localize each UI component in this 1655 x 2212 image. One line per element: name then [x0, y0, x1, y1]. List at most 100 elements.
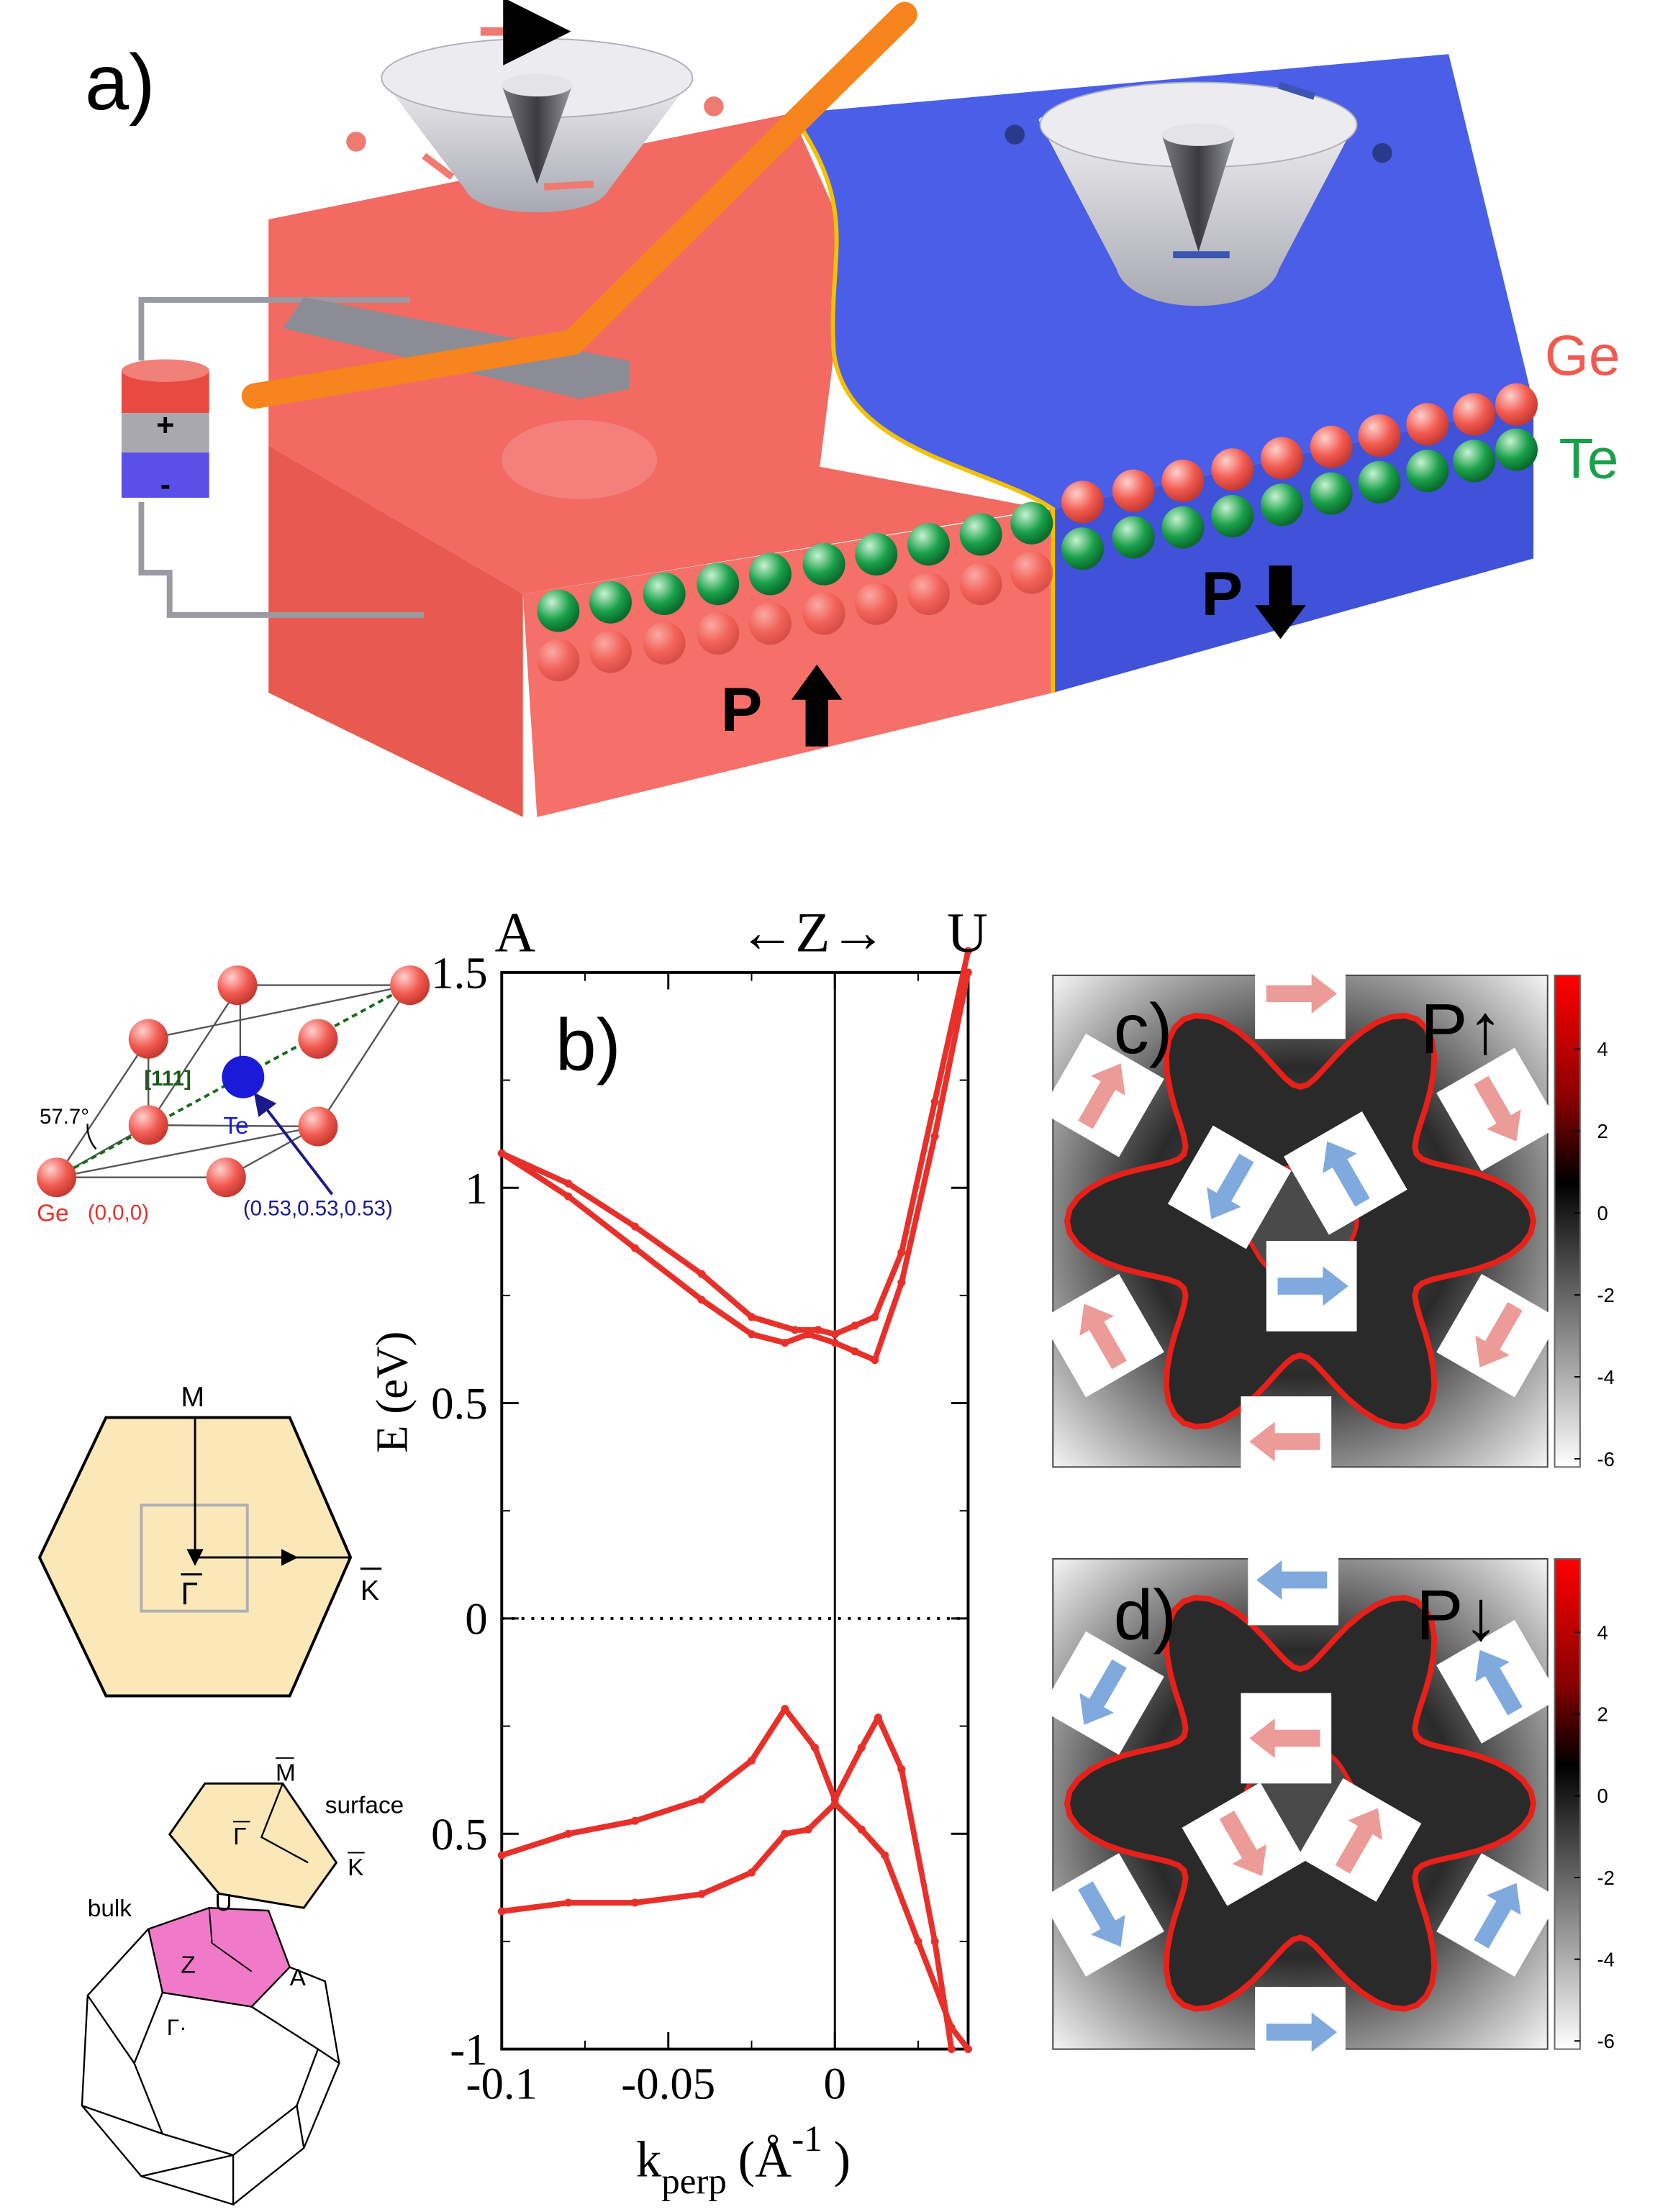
atoms-down-ge-row [1061, 383, 1538, 524]
band-point [851, 1347, 859, 1356]
spin-arrow [1040, 1631, 1164, 1755]
band-point [830, 1799, 839, 1808]
band-point [810, 1743, 819, 1752]
band-point [697, 1890, 706, 1898]
bz3d-surface: surface [325, 1793, 404, 1819]
top-label-z: ←Z→ [739, 901, 887, 963]
x-axis-label-close: ) [833, 2131, 851, 2188]
band-point [897, 1278, 906, 1287]
atoms-down-te-row [1061, 428, 1538, 570]
bz3d-k: K [348, 1854, 363, 1881]
band-point [963, 2045, 972, 2054]
colorbar-tick-label: 2 [1597, 1120, 1608, 1142]
p-up-domain-top [268, 113, 1046, 594]
pol-up-arrow [791, 664, 843, 747]
band-point [857, 1743, 866, 1752]
y-tick-label: 0 [465, 1593, 487, 1644]
x-axis-label-main: k [636, 2131, 662, 2188]
circuit-wire [138, 297, 425, 618]
band-point [947, 2024, 956, 2032]
band-point [871, 1356, 879, 1365]
colorbar-tick-label: -4 [1597, 1948, 1614, 1970]
band-point [564, 1192, 573, 1201]
spin-arrow [1167, 1125, 1292, 1250]
band-point [871, 1313, 879, 1321]
panel-c-label: c) [1114, 989, 1173, 1068]
band-point [947, 2045, 956, 2054]
spin-texture-down [1005, 81, 1392, 306]
battery-plus: + [156, 409, 174, 443]
colorbar-d: 420-2-4-6 [1574, 1621, 1615, 2052]
band-point [747, 1756, 756, 1765]
band-point [630, 1222, 639, 1231]
band-point [564, 1898, 573, 1907]
x-tick-label: -0.05 [621, 2058, 715, 2108]
colorbar-tick-label: 4 [1597, 1038, 1608, 1060]
direction-111: [111] [144, 1067, 191, 1091]
y-tick-label: 0.5 [431, 1809, 488, 1860]
spin-arrow [1040, 1273, 1164, 1398]
colorbar-tick-label: 0 [1597, 1785, 1608, 1807]
spin-arrow [1040, 1853, 1164, 1977]
spin-arrow [1436, 1047, 1560, 1172]
bz3d-gamma-bulk: Γ· [167, 2015, 187, 2040]
bz3d-a: A [290, 1965, 307, 1991]
bulk-brillouin-zone: M surface Γ K bulk U Z A Γ· [81, 1757, 404, 2206]
ge-atom-label: Ge [37, 1201, 69, 1227]
panel-a-illustration: + - [85, 0, 1620, 817]
colorbar-tick-label: -6 [1597, 2030, 1614, 2052]
x-tick-label: -0.1 [466, 2058, 538, 2108]
bz2d-gamma: Γ [181, 1577, 198, 1611]
y-tick-label: 1.5 [431, 947, 488, 998]
te-legend: Te [1559, 427, 1618, 490]
panel-c-pol: P↑ [1420, 989, 1503, 1068]
x-tick-label: 0 [824, 2058, 846, 2108]
spin-arrow [1182, 1782, 1306, 1906]
band-point [497, 1149, 506, 1157]
band-point [497, 1851, 506, 1860]
spin-arrow [1255, 1987, 1346, 2077]
band-point [874, 1713, 882, 1722]
x-axis-label-unit: (Å [738, 2131, 792, 2188]
tip-bump [502, 419, 658, 499]
band-point [697, 1795, 706, 1803]
bz3d-m: M [276, 1760, 296, 1786]
band-point [697, 1270, 706, 1278]
colorbar-c: 420-2-4-6 [1574, 1038, 1615, 1470]
crystal-cell-diagram: [111] 57.7° Te (0.53,0.53,0.53) Ge (0,0,… [37, 965, 430, 1227]
y-axis-label: E (eV) [367, 1332, 417, 1453]
colorbar-tick-label: 0 [1597, 1202, 1608, 1224]
band-point [781, 1339, 789, 1347]
band-point [781, 1829, 789, 1838]
band-point [897, 1248, 906, 1257]
band-point [830, 1339, 839, 1347]
y-tick-label: 1 [465, 1163, 487, 1214]
te-atom [222, 1055, 265, 1098]
bz3d-bulk: bulk [88, 1895, 132, 1922]
band-point [564, 1829, 573, 1838]
band-point [804, 1825, 812, 1834]
band-point [781, 1705, 789, 1713]
spin-arrow [1255, 948, 1346, 1039]
domain-wall [789, 111, 1056, 693]
spin-map-p-down: d) P↓ 420-2-4-6 [1040, 1534, 1615, 2077]
band-point [857, 1825, 866, 1834]
band-point [630, 1244, 639, 1252]
band-point [930, 1097, 939, 1106]
band-point [963, 947, 972, 955]
colorbar-tick-label: -2 [1597, 1867, 1614, 1889]
band-point [814, 1326, 822, 1334]
band-point [897, 1765, 906, 1773]
band-point [747, 1868, 756, 1877]
band-point [930, 1937, 939, 1946]
panel-b-label: b) [556, 1003, 621, 1085]
surface-brillouin-zone: M Γ K [37, 1381, 382, 1698]
x-axis-label-sub: perp [661, 2161, 727, 2202]
spin-arrow [1241, 1693, 1332, 1784]
colorbar-tick-label: 4 [1597, 1621, 1608, 1644]
x-axis-label: kperp(Å-1) [636, 2118, 851, 2202]
angle-label: 57.7° [40, 1105, 89, 1129]
panel-d-pol: P↓ [1416, 1575, 1499, 1655]
colorbar-tick-label: -6 [1597, 1448, 1614, 1470]
